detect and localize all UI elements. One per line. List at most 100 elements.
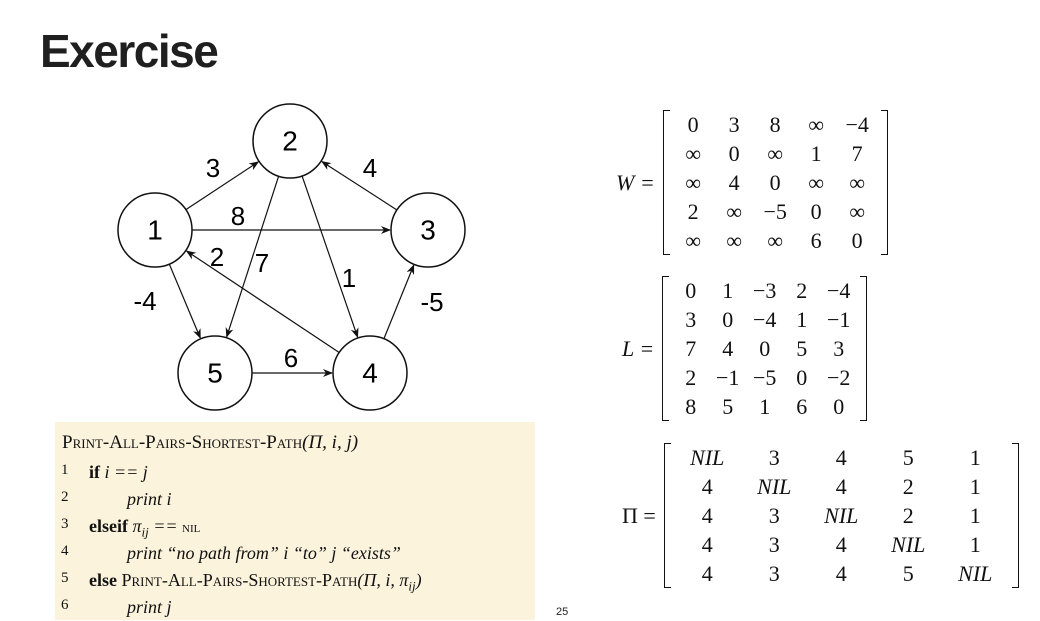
- code-expr: ): [415, 570, 422, 590]
- matrix-w-cell: ∞: [767, 141, 784, 166]
- matrix-w-cell: 1: [810, 141, 822, 166]
- matrix-pi-cell: 1: [969, 474, 981, 499]
- subscript: ij: [408, 578, 416, 594]
- matrix-w-cell: ∞: [685, 170, 702, 195]
- matrix-l-cell: 0: [796, 365, 808, 390]
- matrix-w-cell: ∞: [726, 228, 743, 253]
- matrix-w-cell: ∞: [808, 112, 825, 137]
- matrix-w-cell: ∞: [726, 199, 743, 224]
- matrix-w-cell: 8: [769, 112, 781, 137]
- matrix-pi-cell: 4: [701, 503, 713, 528]
- matrix-l-cell: −5: [752, 365, 777, 390]
- matrix-w-cell: ∞: [685, 141, 702, 166]
- matrix-l-cell: 6: [796, 394, 808, 419]
- matrix-pi-cell: NIL: [958, 561, 993, 586]
- matrix-l-cell: 0: [759, 336, 771, 361]
- edge-weight-1-3: 8: [231, 201, 245, 231]
- edge-4-to-1: [185, 250, 340, 354]
- matrix-pi-cell: 4: [835, 474, 847, 499]
- constant-nil: nil: [182, 520, 201, 536]
- page-number: 25: [556, 606, 569, 618]
- matrix-pi-cell: 4: [835, 532, 847, 557]
- node-label: 2: [282, 126, 298, 157]
- matrix-pi-cell: 4: [835, 561, 847, 586]
- matrix-l-label: L =: [622, 335, 655, 361]
- pseudocode-title: Print-All-Pairs-Shortest-Path(Π, i, j): [62, 432, 358, 454]
- matrix-w-cell: 6: [810, 228, 822, 253]
- matrix-pi-cell: 3: [768, 532, 780, 557]
- matrix-w-cell: 2: [687, 199, 699, 224]
- procedure-args: (Π, i, j): [302, 432, 359, 453]
- keyword: elseif: [89, 516, 128, 536]
- matrix-w-cell: 3: [728, 112, 740, 137]
- node-circle: [177, 335, 253, 411]
- edge-weight-3-2: 4: [363, 153, 377, 183]
- matrix-l-cell: 2: [685, 365, 697, 390]
- matrix-pi-cell: 5: [902, 561, 914, 586]
- matrix-pi-cell: 3: [768, 503, 780, 528]
- matrix-l-cell: 5: [796, 336, 808, 361]
- matrix-pi-label: Π =: [622, 502, 656, 528]
- matrix-w-cell: 0: [851, 228, 863, 253]
- code-expr: print i: [127, 489, 172, 509]
- edge-weight-1-2: 3: [206, 153, 220, 183]
- matrix-w-cell: ∞: [849, 170, 866, 195]
- matrix-w-cell: 0: [810, 199, 822, 224]
- matrix-pi-cell: 1: [969, 445, 981, 470]
- matrix-w-cell: 4: [728, 170, 740, 195]
- matrix-pi-cell: NIL: [824, 503, 859, 528]
- edge-weight-5-4: 6: [284, 343, 298, 373]
- node-4: 4: [332, 335, 408, 411]
- node-3: 3: [390, 192, 466, 268]
- matrix-pi-cell: 1: [969, 532, 981, 557]
- matrix-w-cell: −5: [763, 199, 787, 224]
- matrix-l-row: 2 −1 −5 0 −2: [672, 363, 857, 392]
- edge-weight-2-5: 7: [255, 248, 269, 278]
- node-label: 4: [362, 358, 378, 389]
- matrix-w-cell: 0: [687, 112, 699, 137]
- node-1: 1: [117, 192, 193, 268]
- code-expr: print j: [127, 597, 172, 617]
- pseudocode-box: Print-All-Pairs-Shortest-Path(Π, i, j) 1…: [55, 422, 535, 620]
- matrix-l-cell: −1: [826, 307, 851, 332]
- matrix-l-cell: 0: [722, 307, 734, 332]
- matrix-pi-cell: 4: [701, 561, 713, 586]
- matrix-pi-row: 4 3 4 5 NIL: [674, 559, 1009, 588]
- matrix-pi-cell: 3: [768, 561, 780, 586]
- matrix-w-cell: ∞: [685, 228, 702, 253]
- matrix-pi-cell: NIL: [690, 445, 725, 470]
- code-expr: (Π, i, π: [357, 570, 409, 590]
- matrix-w-cell: 7: [851, 141, 863, 166]
- node-label: 5: [207, 358, 223, 389]
- matrix-w-cell: ∞: [767, 228, 784, 253]
- node-circle: [390, 192, 466, 268]
- edge-1-to-5: [168, 263, 201, 339]
- line-number: 6: [61, 597, 69, 613]
- node-2: 2: [252, 103, 328, 179]
- matrix-pi-cell: 1: [969, 503, 981, 528]
- matrix-l-cell: −1: [715, 365, 740, 390]
- matrix-pi-cell: 5: [902, 445, 914, 470]
- matrix-l-cell: 4: [722, 336, 734, 361]
- edge-2-to-5: [225, 176, 280, 338]
- line-number: 4: [61, 543, 69, 559]
- code-text: print “no path from” i “to” j “exists”: [127, 543, 401, 564]
- edge-weight-1-5: -4: [133, 286, 156, 316]
- matrix-l-cell: −2: [826, 365, 851, 390]
- matrix-l-cell: 0: [833, 394, 845, 419]
- edge-1-to-2: [185, 161, 260, 211]
- code-text: print i: [127, 489, 172, 510]
- matrix-l-cell: 3: [833, 336, 845, 361]
- edge-3-to-2: [321, 161, 398, 211]
- node-label: 3: [420, 215, 436, 246]
- matrix-l-cell: 3: [685, 307, 697, 332]
